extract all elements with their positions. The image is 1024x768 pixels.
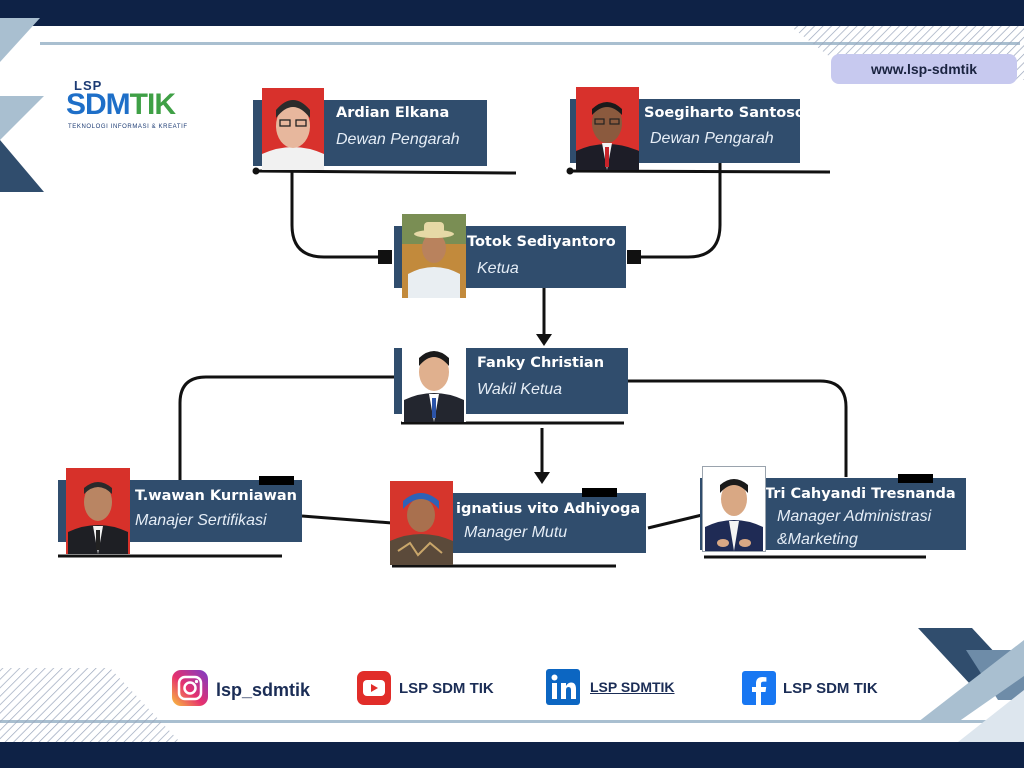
linkedin-page: LSP SDMTIK xyxy=(590,679,675,695)
member-name: Soegiharto Santoso xyxy=(644,105,805,121)
member-photo xyxy=(66,468,130,554)
youtube-channel: LSP SDM TIK xyxy=(399,680,494,697)
card-tag xyxy=(259,476,294,485)
member-photo xyxy=(262,88,324,170)
linkedin-icon xyxy=(546,669,580,705)
social-linkedin[interactable]: LSP SDMTIK xyxy=(546,668,696,708)
member-name: Tri Cahyandi Tresnanda xyxy=(765,486,956,502)
member-role: Dewan Pengarah xyxy=(650,130,774,147)
member-name: Fanky Christian xyxy=(477,355,605,371)
member-photo xyxy=(390,481,453,565)
instagram-icon xyxy=(172,670,208,706)
instagram-handle: lsp_sdmtik xyxy=(216,680,311,700)
member-name: Ardian Elkana xyxy=(336,105,450,121)
lsp-sdmtik-logo: LSP SDMTIK TEKNOLOGI INFORMASI & KREATIF xyxy=(66,78,206,134)
youtube-icon xyxy=(357,671,391,705)
top-banner xyxy=(0,0,1024,26)
bottom-banner xyxy=(0,742,1024,768)
card-tag xyxy=(582,488,617,497)
bottom-divider xyxy=(0,720,1000,723)
website-url-badge[interactable]: www.lsp-sdmtik xyxy=(831,54,1017,84)
facebook-page: LSP SDM TIK xyxy=(783,680,878,697)
member-role-line-1: Manager Administrasi xyxy=(777,508,932,525)
social-youtube[interactable]: LSP SDM TIK xyxy=(357,668,507,708)
logo-tagline: TEKNOLOGI INFORMASI & KREATIF xyxy=(68,124,188,130)
member-role: Wakil Ketua xyxy=(477,381,563,398)
logo-lsp-text: LSP xyxy=(74,78,103,93)
member-role: Manager Mutu xyxy=(464,524,568,541)
facebook-icon xyxy=(742,671,776,705)
member-photo xyxy=(402,338,466,422)
member-role: Manajer Sertifikasi xyxy=(135,512,267,529)
member-name: T.wawan Kurniawan xyxy=(135,488,297,504)
member-role: Dewan Pengarah xyxy=(336,131,460,148)
member-name: ignatius vito Adhiyoga xyxy=(456,501,641,517)
member-name: Totok Sediyantoro xyxy=(467,234,616,250)
member-photo xyxy=(576,87,639,170)
card-tag xyxy=(898,474,933,483)
social-instagram[interactable]: lsp_sdmtik xyxy=(172,668,322,708)
member-photo xyxy=(702,466,766,552)
social-facebook[interactable]: LSP SDM TIK xyxy=(742,668,892,708)
member-photo xyxy=(402,214,466,298)
member-role-line-2: &Marketing xyxy=(777,531,858,548)
top-divider xyxy=(40,42,1020,45)
logo-wordmark: SDMTIK xyxy=(66,88,176,121)
member-role: Ketua xyxy=(477,260,519,277)
